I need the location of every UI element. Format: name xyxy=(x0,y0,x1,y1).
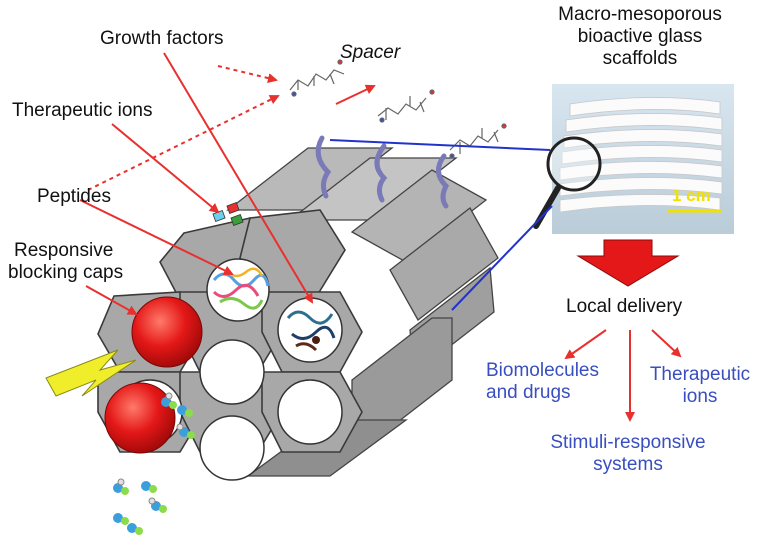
label-biomolecules: Biomolecules and drugs xyxy=(486,360,599,404)
label-responsive-caps-line2: blocking caps xyxy=(8,262,124,283)
label-responsive-caps-line1: Responsive xyxy=(14,240,114,261)
label-ions-line2: ions xyxy=(682,386,718,407)
down-arrow-icon xyxy=(576,239,680,287)
label-growth-factors: Growth factors xyxy=(100,28,224,49)
zoom-line xyxy=(329,139,551,151)
blocking-caps xyxy=(104,296,203,454)
label-scaffold: Macro-mesoporous bioactive glass scaffol… xyxy=(540,4,740,70)
label-stimuli-line1: Stimuli-responsive xyxy=(550,432,706,453)
annotation-arrows xyxy=(79,52,376,315)
label-peptides: Peptides xyxy=(37,186,111,207)
pore-empty xyxy=(277,379,343,445)
scaffold-photo xyxy=(552,84,734,234)
pore-empty xyxy=(199,415,265,481)
label-responsive-caps: Responsive blocking caps xyxy=(8,240,123,284)
label-local-delivery: Local delivery xyxy=(566,296,683,317)
label-scaffold-line1: Macro-mesoporous xyxy=(558,4,722,25)
label-scaffold-line3: scaffolds xyxy=(602,48,678,69)
label-therapeutic-ions-outcome: Therapeutic ions xyxy=(644,364,756,408)
label-biomolecules-line2: and drugs xyxy=(486,382,571,403)
honeycomb-scaffold xyxy=(97,135,499,481)
arrow-growth-factors xyxy=(163,52,314,304)
label-scaffold-line2: bioactive glass xyxy=(577,26,703,47)
pore-empty xyxy=(199,339,265,405)
label-spacer: Spacer xyxy=(340,42,401,63)
arrow-dotted-upper xyxy=(217,65,278,83)
label-biomolecules-line1: Biomolecules xyxy=(486,360,599,381)
label-ions-line1: Therapeutic xyxy=(649,364,751,385)
label-scale-bar: 1 cm xyxy=(672,186,711,205)
label-therapeutic-ions: Therapeutic ions xyxy=(12,100,153,121)
blocking-cap-icon xyxy=(131,296,203,368)
blocking-cap-icon xyxy=(104,382,176,454)
spacer-molecules-icon xyxy=(289,59,507,159)
stimulus-lightning-icon xyxy=(45,349,137,397)
growth-factor-cargo-icon xyxy=(286,310,336,352)
arrow-spacer xyxy=(335,84,376,105)
label-stimuli-line2: systems xyxy=(593,454,663,475)
arrow-blocking-caps xyxy=(85,285,138,315)
zoom-line xyxy=(451,205,553,311)
label-stimuli-responsive: Stimuli-responsive systems xyxy=(528,432,728,476)
released-cargo-particles xyxy=(113,392,195,535)
arrow-peptides xyxy=(79,199,234,275)
arrow-therapeutic-ions xyxy=(111,123,220,214)
pore-growth-factors xyxy=(277,297,343,363)
outcome-arrows xyxy=(564,329,682,422)
arrow-dotted-lower xyxy=(87,95,280,191)
